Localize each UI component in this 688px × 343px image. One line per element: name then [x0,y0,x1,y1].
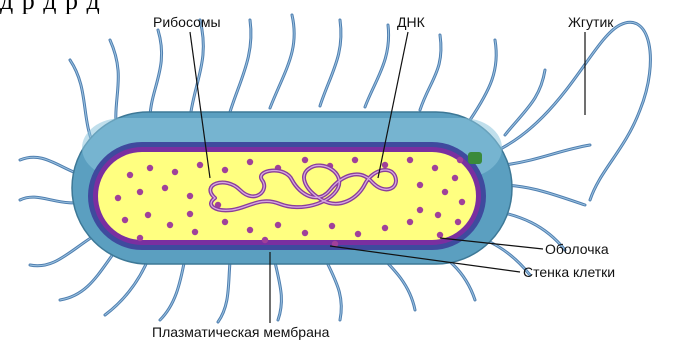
ribosome-31 [355,231,361,237]
flagellum-4 [190,20,203,118]
flagellum-18 [160,258,185,320]
ribosome-20 [442,189,448,195]
ribosome-10 [352,157,358,163]
ribosome-24 [167,222,173,228]
ribosome-27 [247,227,253,233]
ribosome-25 [192,229,198,235]
flagellum-7 [320,20,341,106]
label-cell-wall: Стенка клетки [523,264,615,280]
ribosome-30 [329,223,335,229]
flagellum-base [468,152,482,164]
ribosome-38 [417,207,423,213]
ribosome-16 [137,189,143,195]
label-flagellum: Жгутик [568,14,613,30]
ribosome-1 [127,172,133,178]
label-capsule: Оболочка [545,241,609,257]
flagellum-5 [230,20,251,112]
ribosome-14 [452,175,458,181]
ribosome-22 [122,217,128,223]
label-ribosomes: Рибосомы [153,14,221,30]
flagellum-highlight-21 [325,258,341,320]
label-plasma-membrane: Плазматическая мембрана [152,324,329,340]
label-dna: ДНК [397,14,425,30]
ribosome-3 [172,169,178,175]
flagellum-highlight-18 [160,258,185,320]
flagellum-11 [505,70,545,135]
ribosome-8 [302,157,308,163]
ribosome-28 [275,222,281,228]
ribosome-5 [222,167,228,173]
ribosome-21 [459,199,465,205]
ribosome-26 [222,219,228,225]
ribosome-40 [262,237,268,243]
flagellum-9 [420,35,441,110]
ribosome-29 [302,230,308,236]
ribosome-43 [457,157,463,163]
flagellum-highlight-11 [505,70,545,135]
flagellum-highlight-10 [470,40,496,120]
ribosome-17 [162,185,168,191]
ribosome-4 [197,162,203,168]
flagellum-3 [150,30,162,125]
cytoplasm [98,152,476,240]
ribosome-36 [137,235,143,241]
flagellum-8 [365,25,389,107]
ribosome-11 [382,162,388,168]
ribosome-19 [417,182,423,188]
ribosome-34 [435,212,441,218]
ribosome-15 [115,195,121,201]
cell-body [72,112,512,264]
ribosome-23 [145,212,151,218]
flagellum-6 [270,15,294,108]
ribosome-39 [437,232,443,238]
ribosome-32 [382,225,388,231]
ribosome-12 [407,157,413,163]
ribosome-13 [432,165,438,171]
ribosome-18 [187,193,193,199]
ribosome-33 [407,219,413,225]
ribosome-2 [147,165,153,171]
ribosome-35 [455,219,461,225]
ribosome-6 [247,159,253,165]
ribosome-37 [187,211,193,217]
